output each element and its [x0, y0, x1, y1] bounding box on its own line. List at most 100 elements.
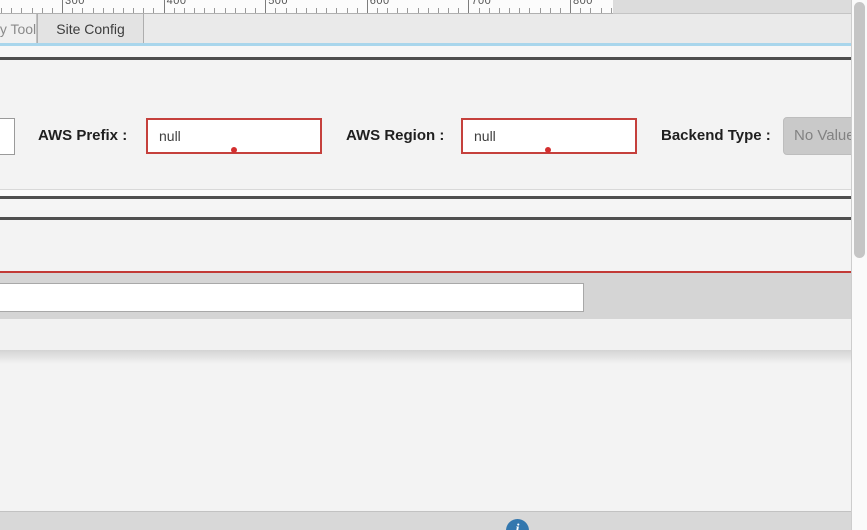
ruler-minor-tick: [51, 8, 53, 13]
ruler-minor-tick: [336, 8, 338, 13]
ruler-minor-tick: [326, 8, 328, 13]
ruler-minor-tick: [194, 8, 196, 13]
ruler-minor-tick: [244, 8, 246, 13]
ruler-major-tick: [62, 0, 63, 13]
ruler-minor-tick: [214, 8, 216, 13]
ruler-minor-tick: [41, 8, 43, 13]
ruler-minor-tick: [102, 8, 104, 13]
tab-query-tool[interactable]: y Tool: [0, 14, 37, 43]
panel-drop-shadow: [0, 350, 851, 364]
backend-type-value: No Value: [794, 127, 855, 144]
info-button[interactable]: i: [506, 519, 529, 530]
ruler-minor-tick: [275, 8, 277, 13]
collapsed-section-band: [0, 199, 851, 217]
ruler-label: 600: [369, 0, 390, 7]
ruler-minor-tick: [123, 8, 124, 13]
ruler-minor-tick: [519, 8, 521, 13]
backend-type-label: Backend Type :: [661, 127, 771, 144]
ruler-minor-tick: [204, 8, 206, 13]
tab-site-config[interactable]: Site Config: [37, 14, 144, 43]
ruler-minor-tick: [153, 8, 155, 13]
ruler-minor-tick: [316, 8, 317, 13]
ruler-minor-tick: [21, 8, 23, 13]
ruler-minor-tick: [529, 8, 531, 13]
groove-fill: [0, 190, 851, 196]
ruler-label: 400: [166, 0, 187, 7]
panel-bottom-band: [0, 319, 851, 350]
section-divider-middle: [0, 196, 851, 199]
ruler-minor-tick: [346, 8, 348, 13]
section-divider-lower: [0, 217, 851, 220]
ruler-minor-tick: [478, 8, 480, 13]
ruler-minor-tick: [255, 8, 256, 13]
ruler-minor-tick: [387, 8, 389, 13]
ruler-major-tick: [366, 0, 368, 13]
ruler-minor-tick: [488, 8, 490, 13]
ruler-extension: [613, 0, 851, 14]
ruler-minor-tick: [448, 8, 450, 13]
ruler-minor-tick: [397, 8, 399, 13]
ruler-minor-tick: [509, 8, 510, 13]
ruler-major-tick: [570, 0, 571, 13]
ruler-label: 700: [471, 0, 492, 7]
tab-site-config-label: Site Config: [56, 20, 125, 37]
ruler-minor-tick: [377, 8, 378, 13]
ruler-minor-tick: [559, 8, 561, 13]
ruler-major-tick: [265, 0, 267, 13]
ruler-minor-tick: [285, 8, 287, 13]
config-text-input[interactable]: [0, 283, 584, 312]
vertical-scrollbar-thumb[interactable]: [854, 2, 865, 258]
ruler-minor-tick: [305, 8, 307, 13]
vertical-scrollbar-track[interactable]: [851, 0, 867, 530]
ruler-minor-tick: [133, 8, 135, 13]
ruler-minor-tick: [417, 8, 419, 13]
groove-line: [0, 189, 851, 190]
ruler-major-tick: [468, 0, 470, 13]
footer-border: [0, 511, 867, 512]
ruler-label: 300: [65, 0, 85, 7]
ruler-label: 800: [573, 0, 593, 7]
ruler-minor-tick: [498, 8, 500, 13]
ruler-minor-tick: [11, 8, 13, 13]
ruler-minor-tick: [356, 8, 358, 13]
aws-prefix-label: AWS Prefix :: [38, 127, 128, 144]
ruler-label: 500: [268, 0, 289, 7]
ruler-minor-tick: [549, 8, 551, 13]
tab-query-tool-label: y Tool: [0, 20, 37, 37]
ruler-minor-tick: [143, 8, 145, 13]
ruler-minor-tick: [234, 8, 236, 13]
ruler-minor-tick: [31, 8, 33, 13]
ruler-minor-tick: [539, 8, 541, 13]
section-divider-top: [0, 57, 851, 60]
ruler-minor-tick: [173, 8, 175, 13]
ruler-minor-tick: [407, 8, 409, 13]
aws-prefix-error-dot-icon: [231, 147, 237, 153]
ruler-minor-tick: [295, 8, 297, 13]
ruler-minor-tick: [183, 8, 185, 13]
info-icon: i: [515, 522, 520, 530]
red-divider: [0, 271, 851, 273]
ruler-minor-tick: [92, 8, 94, 13]
ruler-minor-tick: [437, 8, 439, 13]
ruler-minor-tick: [610, 8, 612, 13]
footer-bar: [0, 512, 867, 530]
ruler-minor-tick: [427, 8, 429, 13]
ruler-minor-tick: [1, 8, 2, 13]
clipped-left-input[interactable]: [0, 118, 15, 155]
ruler-minor-tick: [458, 8, 460, 13]
band-under-tabs: [0, 46, 851, 57]
ruler-minor-tick: [112, 8, 114, 13]
ruler-major-tick: [163, 0, 165, 13]
ruler-minor-tick: [590, 8, 592, 13]
ruler-minor-tick: [600, 8, 602, 13]
backend-type-select[interactable]: No Value: [783, 117, 860, 155]
tab-bar: y Tool Site Config: [0, 14, 851, 43]
ruler-minor-tick: [580, 8, 582, 13]
ruler-minor-tick: [82, 8, 84, 13]
horizontal-ruler: 300 400 500 600 700 800: [0, 0, 613, 14]
ruler-minor-tick: [72, 8, 74, 13]
aws-region-error-dot-icon: [545, 147, 551, 153]
aws-region-label: AWS Region :: [346, 127, 445, 144]
ruler-minor-tick: [224, 8, 226, 13]
